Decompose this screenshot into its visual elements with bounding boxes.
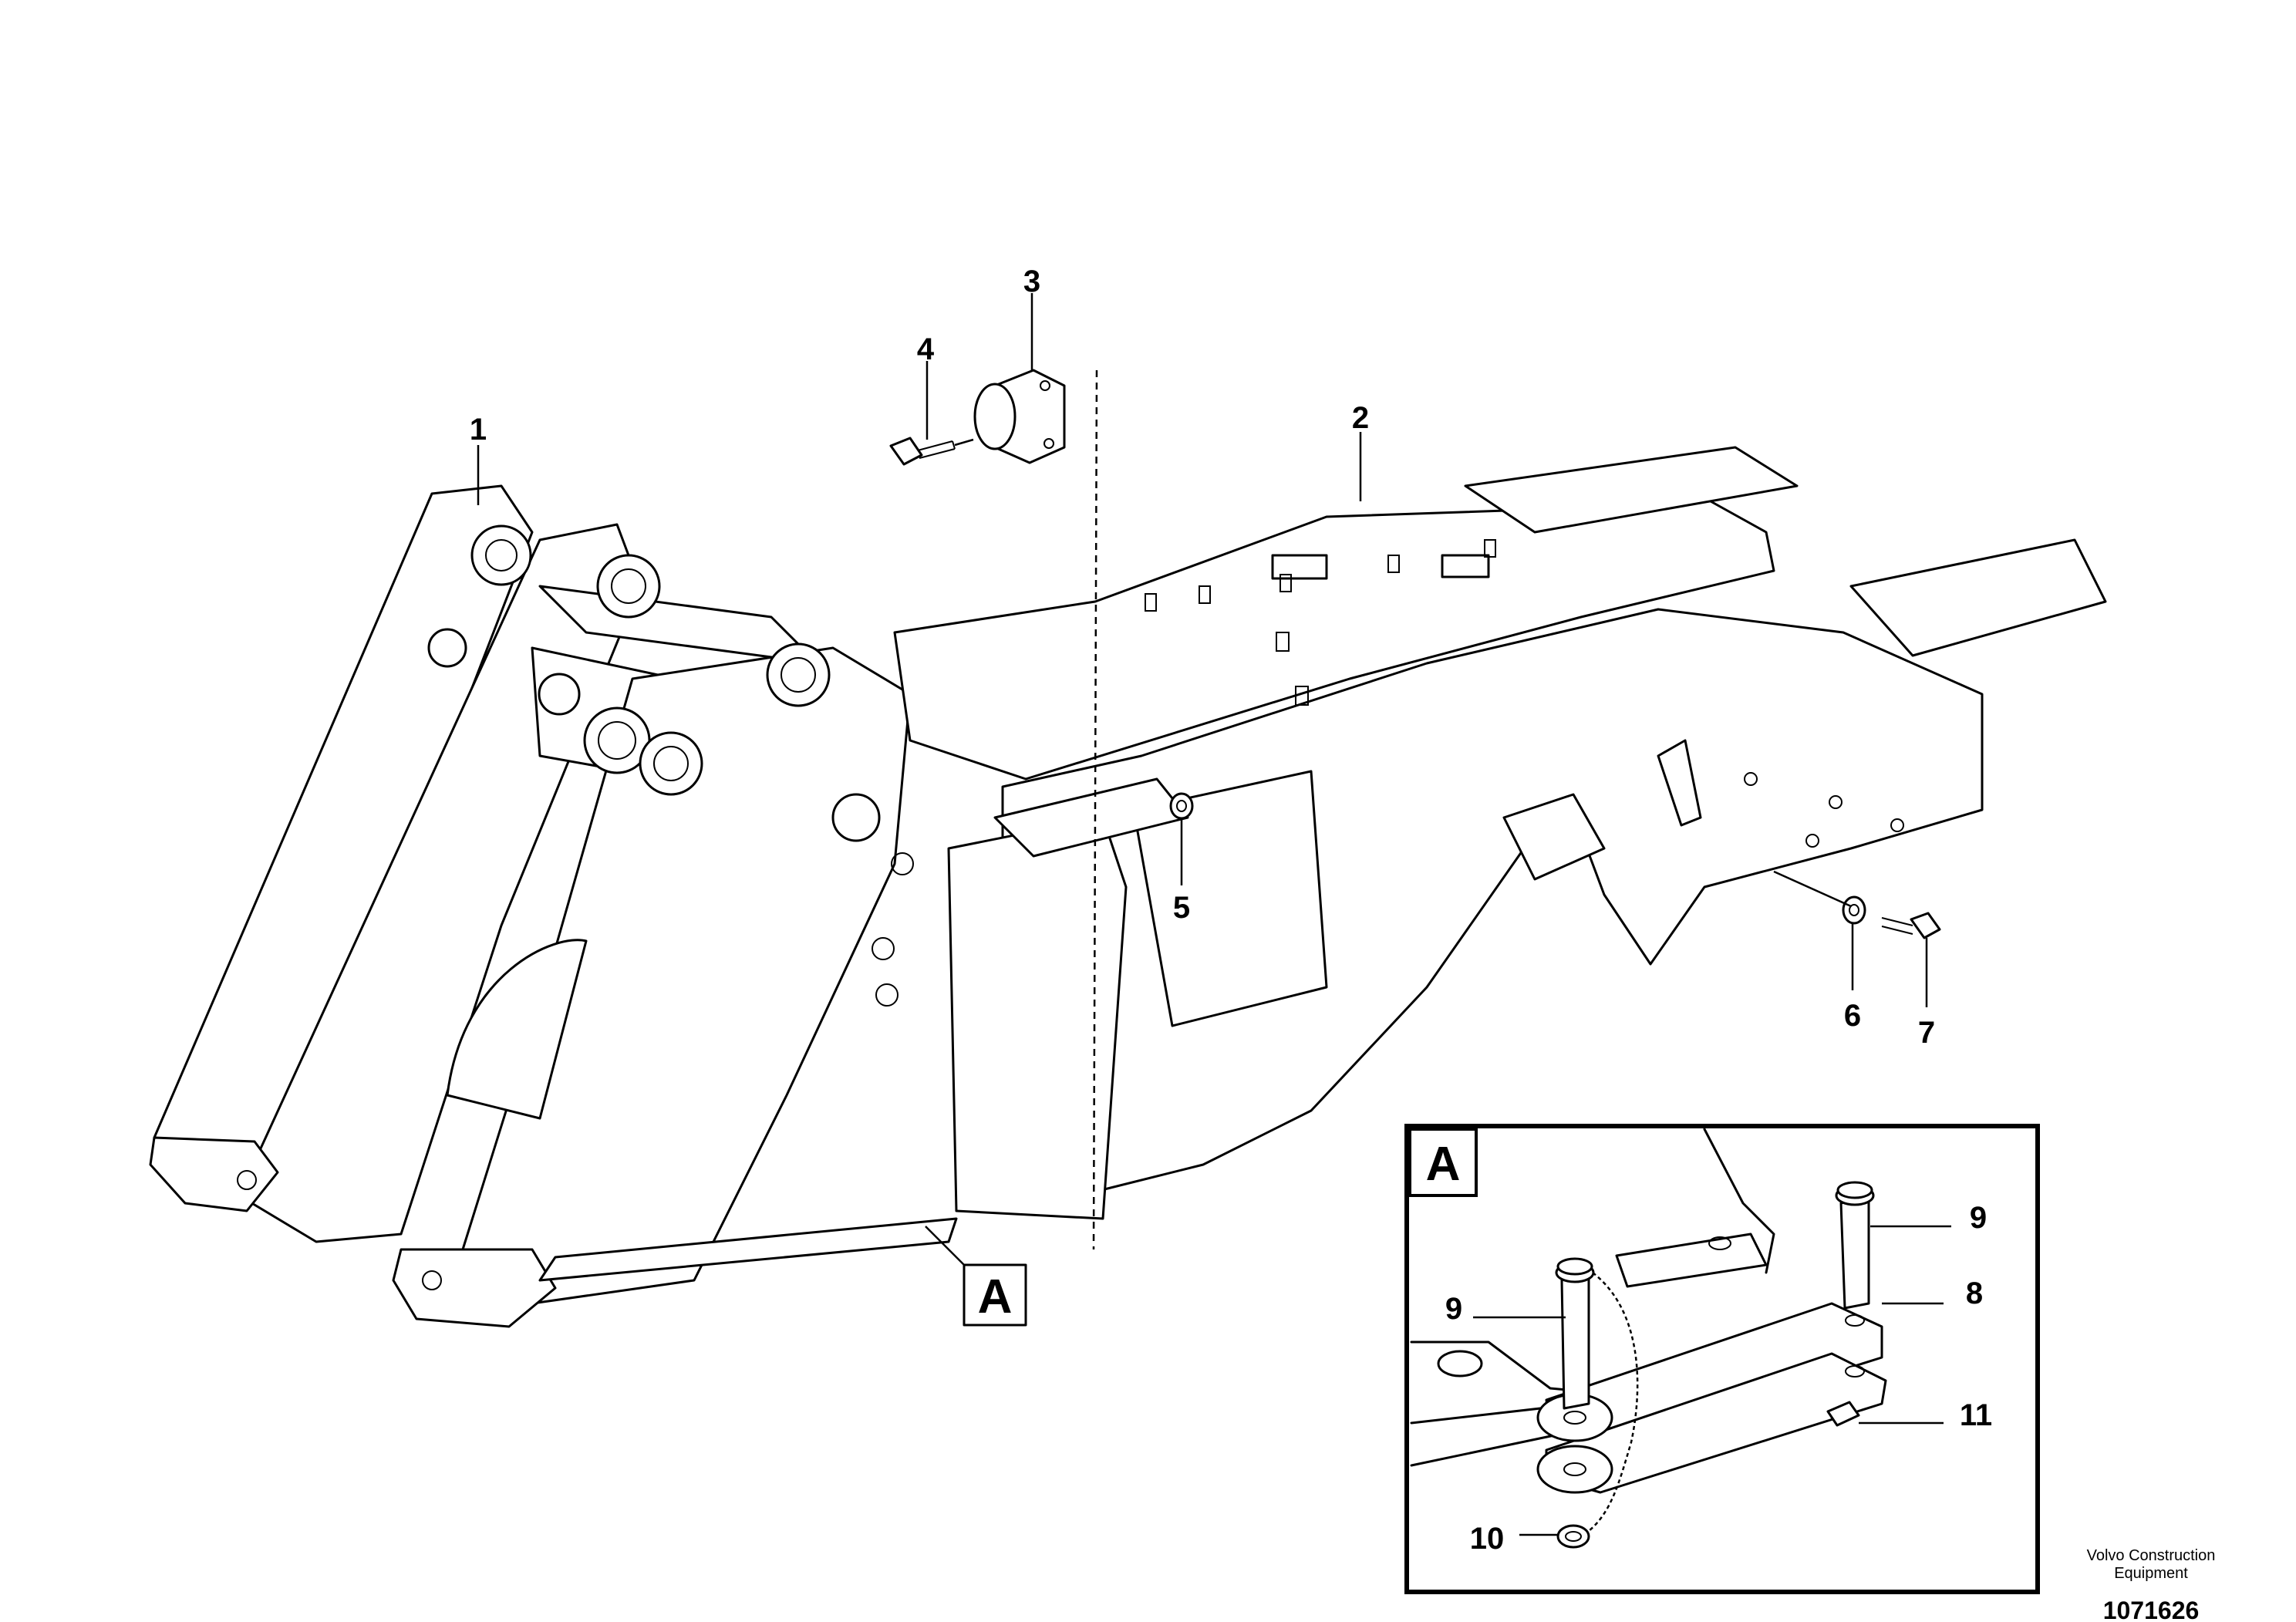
detail-marker-box [963,1263,1027,1327]
callout-1: 1 [470,413,487,447]
rubber-mount [973,369,1066,464]
detail-inset-label: A [1426,1138,1461,1191]
bolt-7 [1773,870,1941,939]
callout-4: 4 [917,332,935,366]
callout-2: 2 [1352,401,1369,435]
front-frame [149,484,958,1328]
brand-line-1: Volvo Construction [2086,1547,2216,1564]
callout-6: 6 [1844,999,1861,1033]
mount-bolt [889,437,974,466]
detail-inset [1404,1124,2040,1594]
washer-5 [1169,792,1194,820]
detail-marker-label: A [978,1270,1013,1324]
callout-11: 11 [1960,1398,1992,1432]
drawing-number: 1071626 [2102,1597,2200,1622]
rear-frame [893,446,2107,1220]
brand-line-2: Equipment [2114,1565,2188,1582]
callout-5: 5 [1173,891,1190,925]
callout-10: 10 [1470,1522,1505,1556]
leader-lines [477,293,1928,1266]
callout-3: 3 [1023,265,1040,298]
callout-7: 7 [1918,1016,1935,1050]
callout-9-left: 9 [1445,1292,1462,1326]
washer-6 [1842,895,1866,925]
brand-caption: Volvo Construction Equipment [2035,1547,2267,1583]
callout-8: 8 [1966,1276,1983,1310]
alignment-line [1092,369,1098,1250]
callout-9-right: 9 [1970,1201,1987,1235]
